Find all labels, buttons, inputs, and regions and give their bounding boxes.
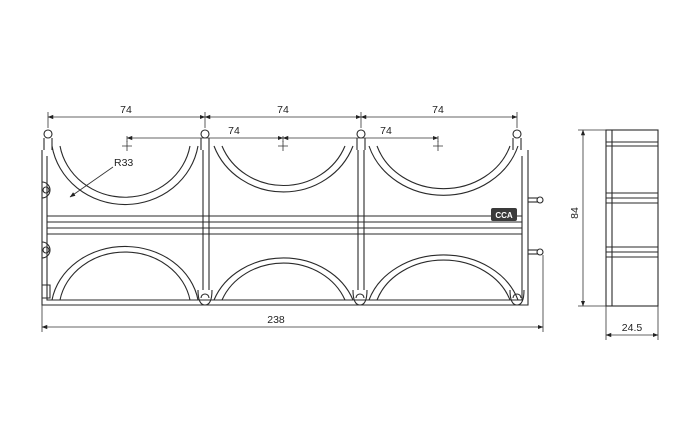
vertical-ribs [202,150,365,290]
brand-logo-text: CCA [495,211,513,220]
dim-top-1: 74 [120,104,132,116]
frame-outline [41,150,529,306]
radius-label: R33 [114,157,133,169]
front-view: CCA [41,129,544,306]
dim-overall-width: 238 [267,314,285,326]
left-notches [41,181,51,299]
dimensions: 74 74 74 74 74 R33 238 [41,104,544,332]
bottom-clips [197,289,525,306]
dim-center-2: 74 [380,125,392,137]
side-dimensions: 84 24.5 [569,129,659,340]
dim-top-3: 74 [432,104,444,116]
top-connectors [43,129,522,150]
dim-depth: 24.5 [622,322,643,334]
side-view [605,129,659,307]
radius-leader [69,166,114,198]
right-pins [528,196,544,256]
dim-top-2: 74 [277,104,289,116]
dim-center-1: 74 [228,125,240,137]
brand-logo: CCA [491,208,517,221]
upper-pipe-seats [51,145,519,206]
lower-pipe-seats [51,245,519,301]
center-marks [122,141,443,151]
dim-height: 84 [569,207,581,219]
horizontal-ribs [47,215,522,235]
